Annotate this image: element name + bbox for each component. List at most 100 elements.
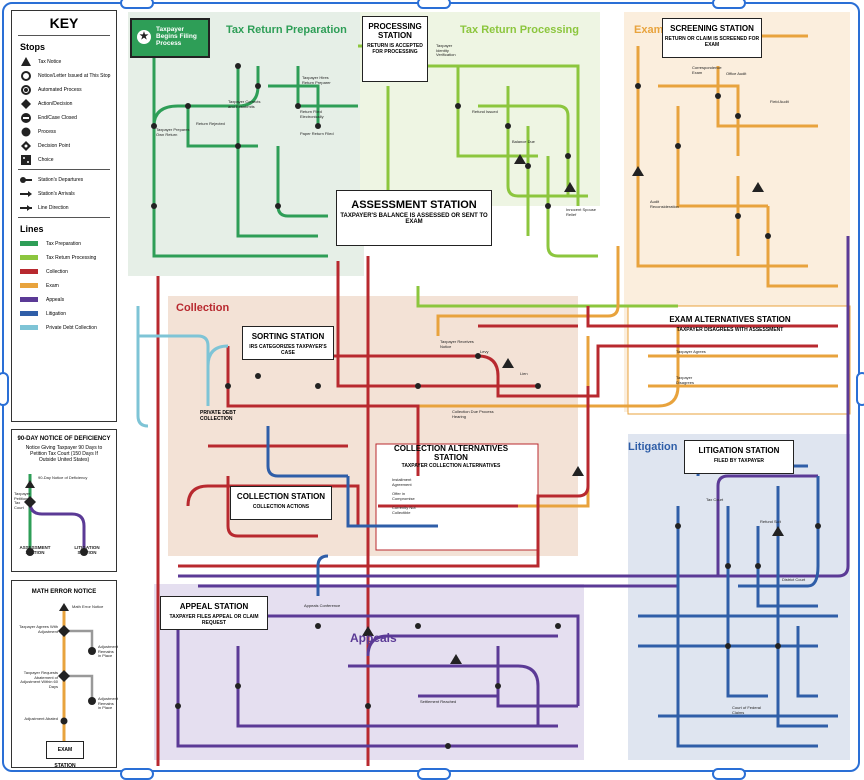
map-label: Levy: [480, 349, 489, 354]
screening-station[interactable]: SCREENING STATION RETURN OR CLAIM IS SCR…: [662, 18, 762, 58]
map-label: Audit Reconsideration: [650, 199, 679, 209]
key-line-appeals: Appeals: [20, 294, 116, 305]
exam-alt-station[interactable]: EXAM ALTERNATIVES STATION TAXPAYER DISAG…: [669, 315, 791, 333]
map-label: District Court: [782, 577, 806, 582]
left-resize-handle[interactable]: [0, 372, 9, 406]
direction-arrow-icon: [20, 203, 32, 213]
key-direction: Line Direction: [20, 202, 116, 213]
key-arrivals: Station's Arrivals: [20, 188, 116, 199]
deficiency-diagram: [24, 474, 88, 556]
math-error-agrees: Taxpayer Agrees With Adjustment: [19, 624, 58, 634]
top-resize-handle[interactable]: [120, 0, 154, 9]
map-label: Taxpayer Corrects and Resubmits: [228, 99, 261, 109]
map-label: Refund Suit: [760, 519, 781, 524]
top-resize-handle-3[interactable]: [712, 0, 746, 9]
collection-station[interactable]: COLLECTION STATION COLLECTION ACTIONS: [230, 486, 332, 520]
sorting-station[interactable]: SORTING STATION IRS CATEGORIZES TAXPAYER…: [242, 326, 334, 360]
litigation-title: Litigation: [628, 441, 678, 453]
transit-map: [128, 12, 851, 766]
key-departures: Station's Departures: [20, 174, 116, 185]
key-stop-end: End/Case Closed: [20, 112, 116, 123]
key-stop-action: Action/Decision: [20, 98, 116, 109]
star-icon: ★: [137, 30, 151, 44]
key-line-tax-proc: Tax Return Processing: [20, 252, 116, 263]
right-resize-handle[interactable]: [856, 372, 864, 406]
key-line-tax-prep: Tax Preparation: [20, 238, 116, 249]
appeals-title: Appeals: [350, 631, 397, 645]
map-label: Settlement Reached: [420, 699, 457, 704]
end-icon: [20, 112, 32, 123]
map-label: Office Audit: [726, 71, 747, 76]
map-label: Court of Federal Claims: [732, 705, 761, 715]
private-debt-label: PRIVATE DEBT COLLECTION: [200, 410, 236, 422]
map-label: Paper Return Filed: [300, 131, 334, 136]
stops-title: Stops: [20, 42, 46, 52]
processing-station[interactable]: PROCESSING STATION RETURN IS ACCEPTED FO…: [362, 16, 428, 82]
map-label: Taxpayer Agrees: [676, 349, 706, 354]
key-stop-process: Process: [20, 126, 116, 137]
key-panel: KEY Stops Tax Notice Notice/Letter Issue…: [11, 10, 117, 422]
math-error-box: MATH ERROR NOTICE Math Error Notice Taxp…: [11, 580, 119, 769]
exam-title: Exam: [634, 24, 664, 36]
key-line-pdc: Private Debt Collection: [20, 322, 116, 333]
map-label: Lien: [520, 371, 528, 376]
key-line-collection: Collection: [20, 266, 116, 277]
math-error-abatement: Adjustment Remains in Place: [98, 644, 119, 658]
deficiency-title: 90-DAY NOTICE OF DEFICIENCY: [17, 436, 111, 442]
triangle-icon: [20, 57, 32, 67]
map-label: Offer in Compromise: [392, 491, 415, 501]
arrival-icon: [20, 189, 32, 199]
top-resize-handle-2[interactable]: [417, 0, 451, 9]
map-label: Taxpayer Prepares Own Return: [156, 127, 190, 137]
circle-ring-icon: [20, 70, 32, 81]
map-label: Installment Agreement: [392, 477, 412, 487]
map-label: Return Filed Electronically: [300, 109, 324, 119]
exam-alt-region: [627, 305, 851, 415]
map-label: Refund Issued: [472, 109, 498, 114]
math-error-title: MATH ERROR NOTICE: [31, 589, 97, 595]
key-stop-automated: Automated Process: [20, 84, 116, 95]
begins-filing-box[interactable]: ★ Taxpayer Begins Filing Process: [130, 18, 210, 58]
map-label: Balance Due: [512, 139, 535, 144]
diamond-arrow-icon: [20, 98, 32, 109]
map-label: Currently Not Collectible: [392, 505, 416, 515]
begins-filing-label: Taxpayer Begins Filing Process: [156, 26, 197, 47]
departure-icon: [20, 175, 32, 185]
appeal-station[interactable]: APPEAL STATION TAXPAYER FILES APPEAL OR …: [160, 596, 268, 630]
deficiency-subtitle: Notice Giving Taxpayer 90 Days to Petiti…: [25, 445, 103, 463]
map-label: Taxpayer Hires Return Preparer: [302, 75, 331, 85]
math-error-diagram: [58, 603, 96, 751]
math-error-requests: Taxpayer Requests Abatement of Adjustmen…: [20, 670, 58, 689]
collection-alt-region: [375, 443, 539, 551]
deficiency-litigation: LITIGATION STATION: [74, 545, 100, 555]
map-label: Correspondence Exam: [692, 65, 722, 75]
deficiency-box: 90-DAY NOTICE OF DEFICIENCY Notice Givin…: [11, 429, 117, 572]
collection-alt-station[interactable]: COLLECTION ALTERNATIVES STATION TAXPAYER…: [393, 444, 509, 469]
assessment-station[interactable]: ASSESSMENT STATION TAXPAYER'S BALANCE IS…: [336, 190, 492, 246]
key-stop-letter: Notice/Letter Issued at This Stop: [20, 70, 116, 81]
math-error-notice: Math Error Notice: [72, 604, 104, 609]
tax-prep-title: Tax Return Preparation: [226, 24, 347, 36]
deficiency-assessment: ASSESSMENT STATION: [19, 545, 51, 555]
cycle-icon: [20, 84, 32, 95]
math-error-abated: Adjustment Abated: [24, 716, 58, 721]
key-stop-choice: Choice: [20, 154, 116, 165]
math-error-exam-station[interactable]: EXAM STATION: [46, 741, 84, 769]
map-label: Appeals Conference: [304, 603, 341, 608]
map-label: Collection Due Process Hearing: [452, 409, 494, 419]
litigation-station[interactable]: LITIGATION STATION FILED BY TAXPAYER: [684, 440, 794, 474]
process-dot-icon: [20, 127, 32, 137]
map-label: Tax Court: [706, 497, 724, 502]
litigation-region: [628, 434, 850, 760]
choice-icon: [20, 154, 32, 165]
map-label: Return Rejected: [196, 121, 225, 126]
deficiency-choice: Taxpayer Petitions Tax Court: [14, 491, 31, 510]
key-stop-tax-notice: Tax Notice: [20, 56, 116, 67]
key-stop-decision: Decision Point: [20, 140, 116, 151]
lines-title: Lines: [20, 224, 44, 234]
map-label: Field Audit: [770, 99, 789, 104]
collection-title: Collection: [176, 302, 230, 314]
tax-proc-title: Tax Return Processing: [460, 24, 579, 36]
map-label: Taxpayer Disagrees: [676, 375, 695, 385]
key-line-litigation: Litigation: [20, 308, 116, 319]
